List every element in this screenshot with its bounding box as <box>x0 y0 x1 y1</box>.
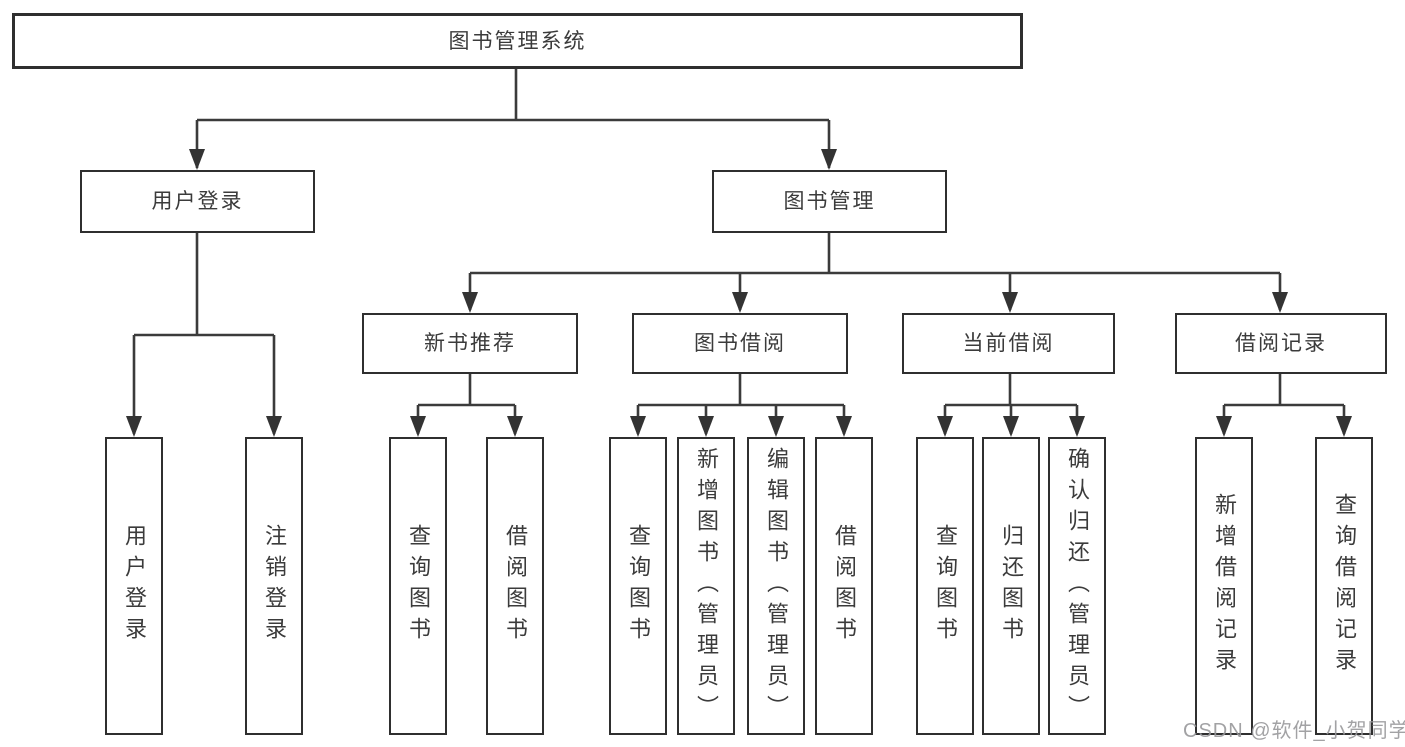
node-user-login: 用户登录 <box>80 170 315 233</box>
leaf-logout: 注销登录 <box>245 437 303 735</box>
node-label: 借阅图书 <box>832 524 857 648</box>
node-current-borrowing: 当前借阅 <box>902 313 1115 374</box>
leaf-return-books: 归还图书 <box>982 437 1040 735</box>
leaf-user-login: 用户登录 <box>105 437 163 735</box>
node-label: 用户登录 <box>151 190 244 213</box>
node-label: 图书借阅 <box>694 332 786 355</box>
node-label: 查询图书 <box>933 524 958 648</box>
leaf-query-borrow-record: 查询借阅记录 <box>1315 437 1373 735</box>
node-label: 查询借阅记录 <box>1332 493 1357 679</box>
node-label: 图书管理系统 <box>448 29 587 53</box>
node-label: 查询图书 <box>626 524 651 648</box>
node-new-book-recommendation: 新书推荐 <box>362 313 578 374</box>
leaf-confirm-return-admin: 确认归还（管理员） <box>1048 437 1106 735</box>
node-label: 确认归还（管理员） <box>1065 446 1090 726</box>
leaf-borrow-books-borrowing: 借阅图书 <box>815 437 873 735</box>
leaf-add-borrow-record: 新增借阅记录 <box>1195 437 1253 735</box>
leaf-edit-books-admin: 编辑图书（管理员） <box>747 437 805 735</box>
leaf-query-books-borrowing: 查询图书 <box>609 437 667 735</box>
node-label: 当前借阅 <box>962 332 1055 355</box>
node-label: 归还图书 <box>999 524 1024 648</box>
node-borrowing-records: 借阅记录 <box>1175 313 1387 374</box>
csdn-watermark: CSDN @软件_小贺同学 <box>1183 720 1405 742</box>
node-library-management-system: 图书管理系统 <box>12 13 1023 69</box>
node-label: 新增借阅记录 <box>1212 493 1237 679</box>
leaf-query-books-current: 查询图书 <box>916 437 974 735</box>
node-label: 用户登录 <box>122 524 147 648</box>
node-label: 编辑图书（管理员） <box>764 446 789 726</box>
node-book-management: 图书管理 <box>712 170 947 233</box>
node-label: 借阅图书 <box>503 524 528 648</box>
node-label: 新增图书（管理员） <box>694 446 719 726</box>
node-book-borrowing: 图书借阅 <box>632 313 848 374</box>
node-label: 查询图书 <box>406 524 431 648</box>
node-label: 借阅记录 <box>1235 332 1327 355</box>
node-label: 新书推荐 <box>424 332 516 355</box>
node-label: 图书管理 <box>783 190 876 213</box>
node-label: 注销登录 <box>262 524 287 648</box>
leaf-borrow-books-recommend: 借阅图书 <box>486 437 544 735</box>
leaf-query-books-recommend: 查询图书 <box>389 437 447 735</box>
leaf-add-books-admin: 新增图书（管理员） <box>677 437 735 735</box>
